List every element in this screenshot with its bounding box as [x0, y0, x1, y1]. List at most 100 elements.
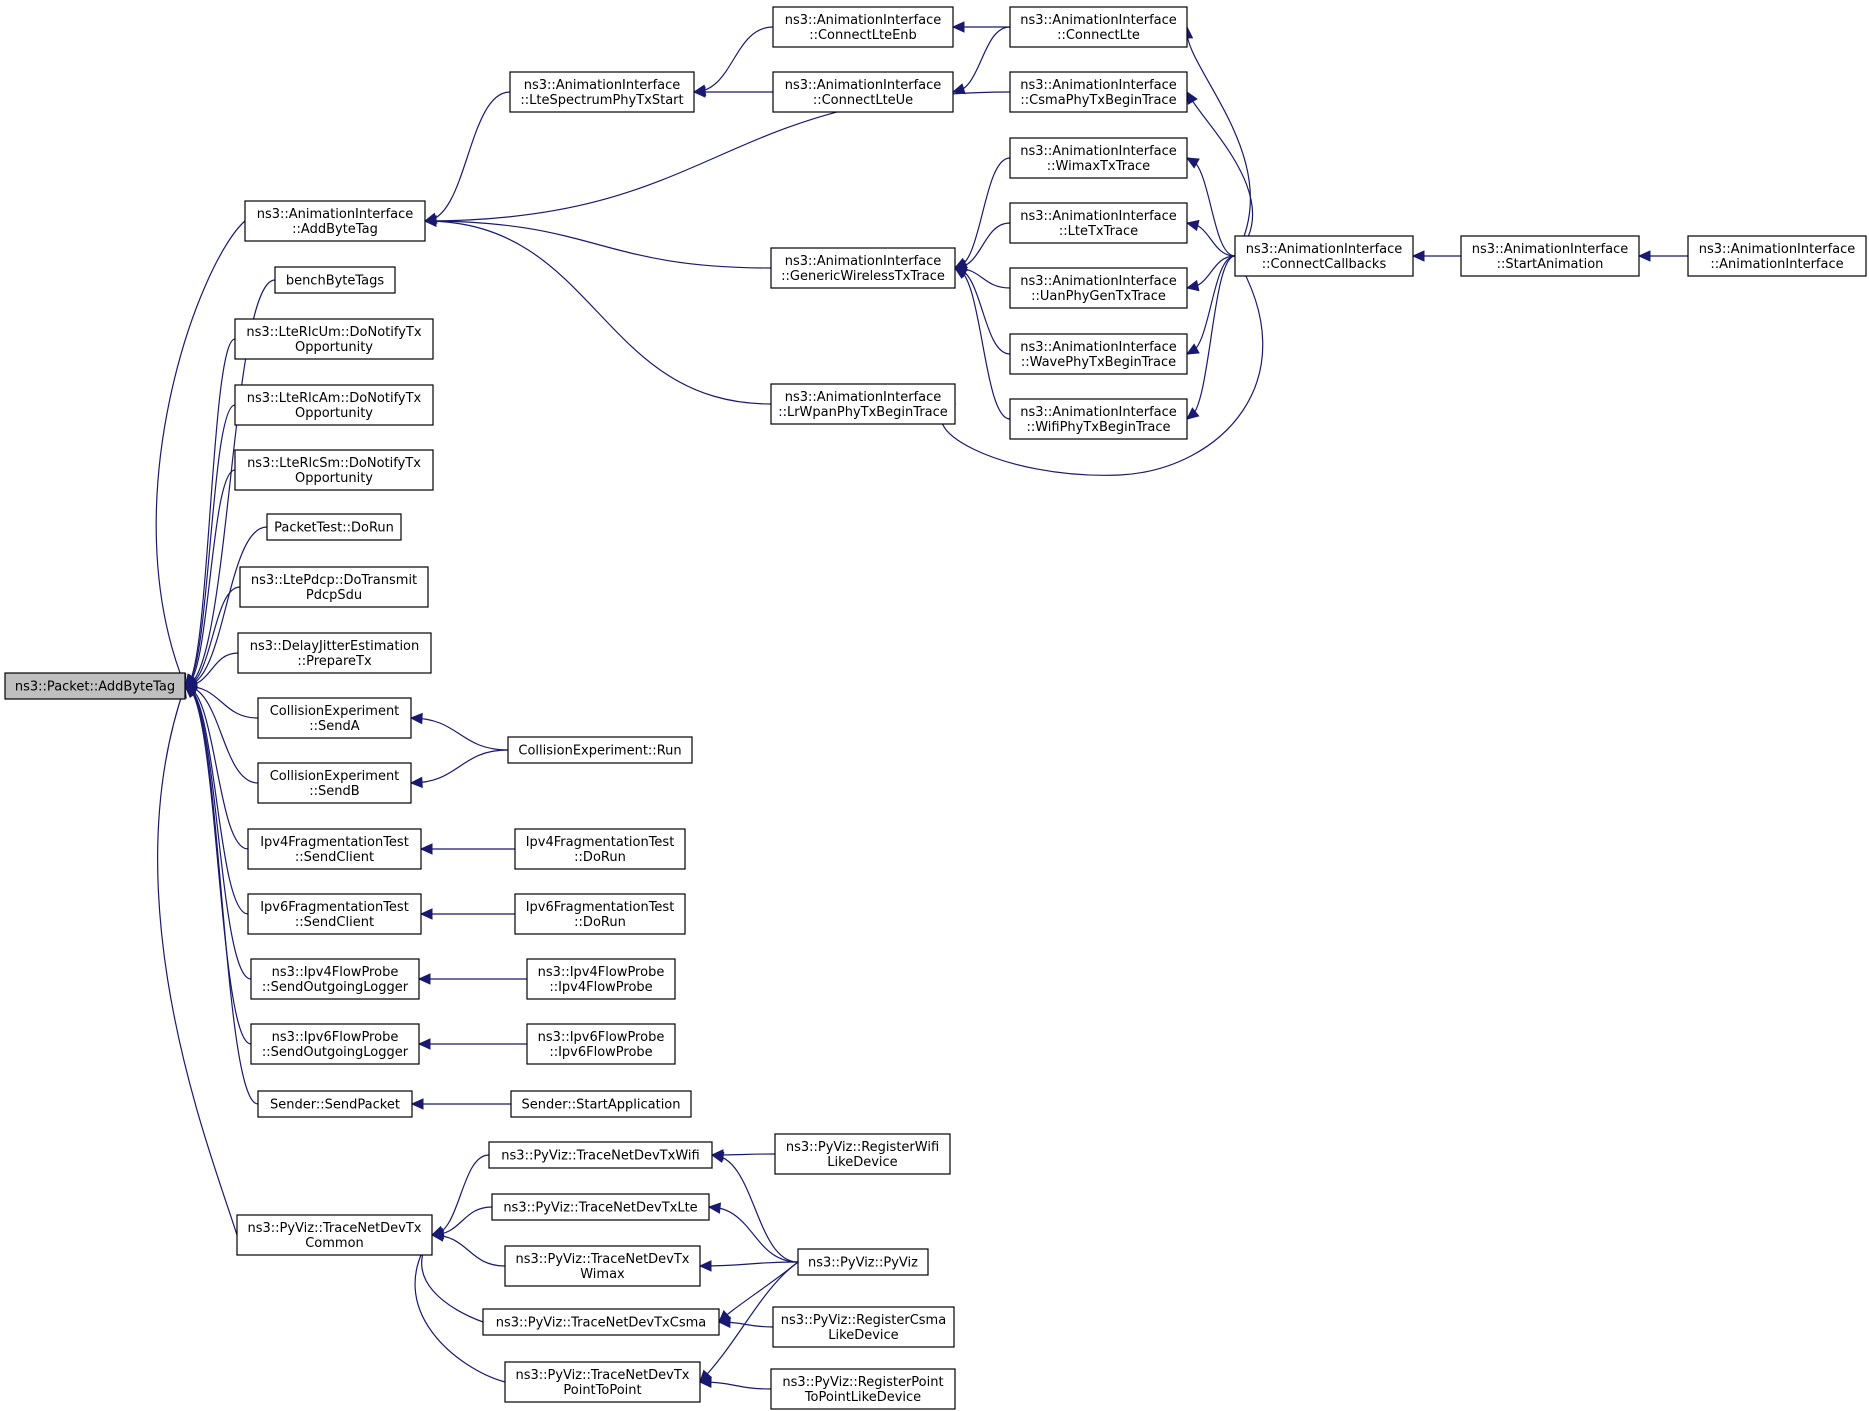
- node-box: [250, 958, 420, 1000]
- node-lrwpan[interactable]: ns3::AnimationInterface::LrWpanPhyTxBegi…: [770, 383, 956, 425]
- node-label: Opportunity: [295, 340, 373, 355]
- node-delay[interactable]: ns3::DelayJitterEstimation::PrepareTx: [237, 632, 432, 674]
- node-ipv4probe[interactable]: ns3::Ipv4FlowProbe::SendOutgoingLogger: [250, 958, 420, 1000]
- node-box: [774, 1133, 951, 1175]
- edge-arrowhead: [692, 86, 706, 98]
- node-ltetx[interactable]: ns3::AnimationInterface::LteTxTrace: [1009, 202, 1188, 244]
- node-box: [236, 1214, 433, 1256]
- node-box: [509, 71, 695, 113]
- node-label: ns3::PyViz::TraceNetDevTxLte: [503, 1201, 697, 1216]
- node-label: ns3::Ipv6FlowProbe: [538, 1030, 665, 1045]
- node-ipv4frag[interactable]: Ipv4FragmentationTest::SendClient: [247, 828, 422, 870]
- node-connenb[interactable]: ns3::AnimationInterface::ConnectLteEnb: [772, 6, 954, 48]
- node-label: ns3::AnimationInterface: [1020, 209, 1177, 224]
- edge-ai_addbytetag-to-root: [155, 220, 246, 688]
- node-connlte[interactable]: ns3::AnimationInterface::ConnectLte: [1009, 6, 1188, 48]
- node-generic[interactable]: ns3::AnimationInterface::GenericWireless…: [770, 247, 956, 289]
- node-uan[interactable]: ns3::AnimationInterface::UanPhyGenTxTrac…: [1009, 267, 1188, 309]
- node-label: ::Ipv4FlowProbe: [549, 980, 652, 995]
- edge-arrowhead: [953, 267, 968, 279]
- edge-arrowhead: [430, 1230, 444, 1242]
- node-senda[interactable]: CollisionExperiment::SendA: [257, 697, 412, 739]
- edge-arrowhead: [1186, 407, 1200, 420]
- node-regp2p[interactable]: ns3::PyViz::RegisterPointToPointLikeDevi…: [770, 1368, 956, 1410]
- edge-arrowhead: [1185, 343, 1200, 355]
- node-label: ::WimaxTxTrace: [1047, 159, 1150, 174]
- node-pvlte[interactable]: ns3::PyViz::TraceNetDevTxLte: [491, 1193, 710, 1221]
- node-sendb[interactable]: CollisionExperiment::SendB: [257, 762, 412, 804]
- node-label: ::UanPhyGenTxTrace: [1031, 289, 1166, 304]
- node-ai_addbytetag[interactable]: ns3::AnimationInterface::AddByteTag: [244, 200, 426, 242]
- edge-connue-to-ltespec: [692, 86, 773, 98]
- node-label: Wimax: [580, 1267, 625, 1282]
- node-ipv6fragrun[interactable]: Ipv6FragmentationTest::DoRun: [514, 893, 686, 935]
- node-box: [514, 893, 686, 935]
- node-label: ::LrWpanPhyTxBeginTrace: [778, 405, 948, 420]
- node-box: [257, 762, 412, 804]
- node-wimax[interactable]: ns3::AnimationInterface::WimaxTxTrace: [1009, 137, 1188, 179]
- node-ltespec[interactable]: ns3::AnimationInterface::LteSpectrumPhyT…: [509, 71, 695, 113]
- edge-connlte-to-connenb: [951, 21, 1010, 33]
- node-label: ns3::Packet::AddByteTag: [15, 680, 175, 695]
- node-ipv4fragrun[interactable]: Ipv4FragmentationTest::DoRun: [514, 828, 686, 870]
- edge-ipv6probe-to-root: [184, 685, 252, 1045]
- node-label: Ipv4FragmentationTest: [260, 835, 409, 850]
- node-aictor[interactable]: ns3::AnimationInterface::AnimationInterf…: [1687, 235, 1867, 277]
- node-ipv6probector[interactable]: ns3::Ipv6FlowProbe::Ipv6FlowProbe: [526, 1023, 676, 1065]
- node-sendpacket[interactable]: Sender::SendPacket: [257, 1090, 413, 1118]
- edge-pvwifi-to-pvcommon: [430, 1154, 490, 1237]
- node-packettest[interactable]: PacketTest::DoRun: [266, 513, 402, 541]
- edge-arrowhead: [1185, 157, 1200, 169]
- node-wifi[interactable]: ns3::AnimationInterface::WifiPhyTxBeginT…: [1009, 398, 1188, 440]
- node-pvcsma[interactable]: ns3::PyViz::TraceNetDevTxCsma: [482, 1308, 720, 1336]
- node-box: [234, 384, 434, 426]
- node-label: ::DoRun: [574, 915, 626, 930]
- node-bench[interactable]: benchByteTags: [274, 266, 396, 294]
- node-ipv6probe[interactable]: ns3::Ipv6FlowProbe::SendOutgoingLogger: [250, 1023, 420, 1065]
- edge-line: [184, 404, 236, 687]
- node-box: [797, 1248, 929, 1276]
- node-label: ns3::AnimationInterface: [1699, 242, 1856, 257]
- node-box: [504, 1361, 701, 1403]
- node-csma[interactable]: ns3::AnimationInterface::CsmaPhyTxBeginT…: [1009, 71, 1188, 113]
- node-label: PointToPoint: [563, 1383, 641, 1398]
- node-label: ns3::AnimationInterface: [1472, 242, 1629, 257]
- node-label: ns3::Ipv4FlowProbe: [538, 965, 665, 980]
- edge-line: [1186, 255, 1236, 420]
- node-label: Opportunity: [295, 406, 373, 421]
- edge-connenb-to-ltespec: [692, 26, 774, 96]
- edge-line: [711, 1154, 799, 1263]
- edge-connectcb-to-uan: [1185, 255, 1236, 292]
- node-startapp[interactable]: Sender::StartApplication: [510, 1090, 692, 1118]
- node-label: ns3::AnimationInterface: [1020, 405, 1177, 420]
- edge-arrowhead: [698, 1260, 712, 1272]
- node-wave[interactable]: ns3::AnimationInterface::WavePhyTxBeginT…: [1009, 333, 1188, 375]
- node-box: [482, 1308, 720, 1336]
- node-ipv4probector[interactable]: ns3::Ipv4FlowProbe::Ipv4FlowProbe: [526, 958, 676, 1000]
- node-connectcb[interactable]: ns3::AnimationInterface::ConnectCallback…: [1234, 235, 1414, 277]
- node-pyviz[interactable]: ns3::PyViz::PyViz: [797, 1248, 929, 1276]
- node-ipv6frag[interactable]: Ipv6FragmentationTest::SendClient: [247, 893, 422, 935]
- node-label: Common: [305, 1236, 364, 1251]
- node-label: ::SendA: [309, 719, 360, 734]
- edge-ltespec-to-ai_addbytetag: [423, 91, 511, 224]
- node-label: CollisionExperiment: [270, 704, 400, 719]
- node-box: [514, 828, 686, 870]
- node-connue[interactable]: ns3::AnimationInterface::ConnectLteUe: [772, 71, 954, 113]
- node-root[interactable]: ns3::Packet::AddByteTag: [4, 672, 186, 700]
- node-collrun[interactable]: CollisionExperiment::Run: [507, 736, 693, 764]
- node-label: ::StartAnimation: [1497, 257, 1604, 272]
- node-pvwifi[interactable]: ns3::PyViz::TraceNetDevTxWifi: [488, 1141, 713, 1169]
- node-startanim[interactable]: ns3::AnimationInterface::StartAnimation: [1460, 235, 1640, 277]
- node-label: ns3::PyViz::TraceNetDevTxCsma: [496, 1316, 707, 1331]
